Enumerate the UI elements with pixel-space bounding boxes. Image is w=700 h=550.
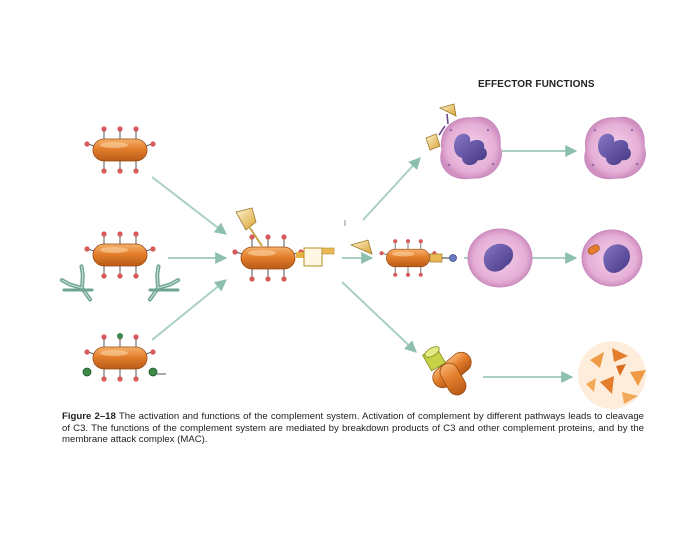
opsonin-icon [429, 253, 457, 263]
phagocyte-icon [467, 228, 533, 288]
phagocyte-icon [584, 116, 646, 180]
effector-functions-heading: EFFECTOR FUNCTIONS [478, 79, 595, 90]
lectin-marker-icon [82, 333, 166, 377]
c3-fragment-icon [235, 207, 263, 247]
c3a-fragment-icon [344, 220, 373, 255]
mac-icon [422, 346, 472, 396]
figure-number: Figure 2–18 [62, 411, 116, 422]
fragment-bound-icon [425, 103, 457, 151]
arrow-center-to-mac [341, 281, 417, 353]
bacterium-icon [83, 125, 157, 175]
antibody-icon [138, 264, 181, 309]
phagocyte-icon [581, 229, 643, 287]
bacterium-icon [231, 233, 305, 283]
lysed-bacterium-icon [578, 341, 646, 409]
figure-caption: Figure 2–18 The activation and functions… [62, 411, 644, 446]
arrow-fragment-to-phagocyte [362, 157, 421, 221]
bacterium-icon [83, 230, 157, 280]
arrow-bottom-to-center [151, 279, 227, 341]
antibody-icon [59, 264, 102, 309]
phagocyte-icon [440, 116, 502, 180]
arrows [151, 145, 578, 383]
caption-text: The activation and functions of the comp… [62, 411, 644, 446]
bacterium-icon [379, 238, 437, 278]
bacterium-icon [83, 333, 157, 383]
arrow-top-to-center [151, 176, 227, 235]
c3-convertase-icon [296, 247, 335, 267]
